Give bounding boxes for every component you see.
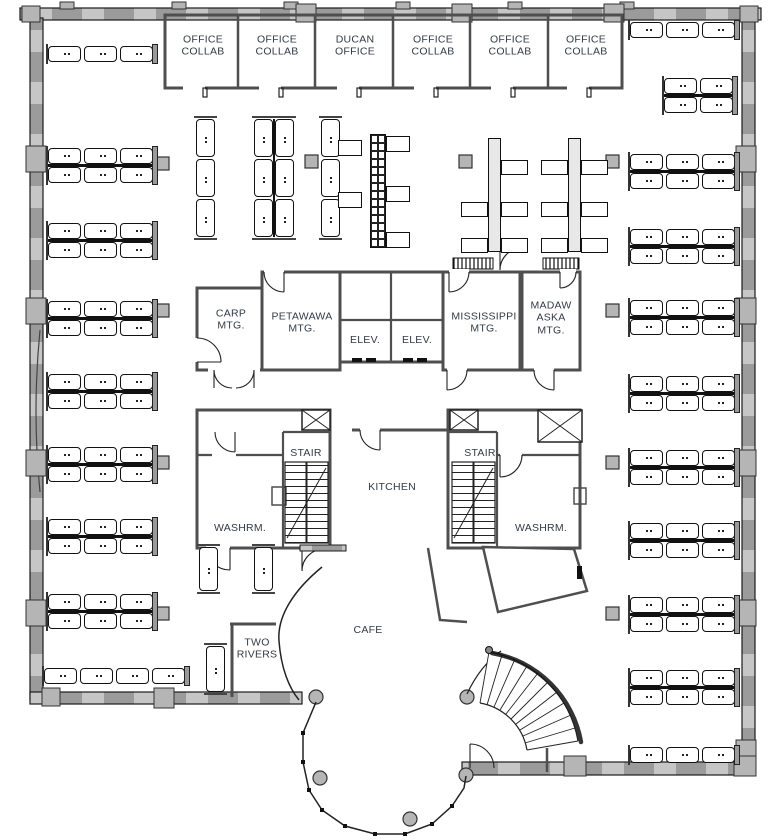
two-rivers-walls (230, 622, 276, 697)
office-block (163, 13, 624, 98)
angled-room-detail (577, 566, 582, 579)
perimeter-walls (19, 7, 762, 776)
wall-pilasters (21, 1, 759, 777)
counter-hatch (452, 257, 494, 270)
angled-rooms (426, 545, 589, 624)
meeting-rooms (195, 270, 582, 372)
curved-stair (479, 646, 584, 772)
wall-stub (299, 544, 347, 552)
elevator-doors (352, 358, 427, 362)
cafe-glass-mullions (301, 731, 454, 836)
door-gaps (194, 269, 576, 551)
shaft-boxes (301, 409, 583, 443)
columns (155, 154, 620, 827)
counter-hatch (542, 257, 580, 270)
stair-left-treads (284, 461, 329, 544)
stair-right-treads (451, 461, 496, 544)
